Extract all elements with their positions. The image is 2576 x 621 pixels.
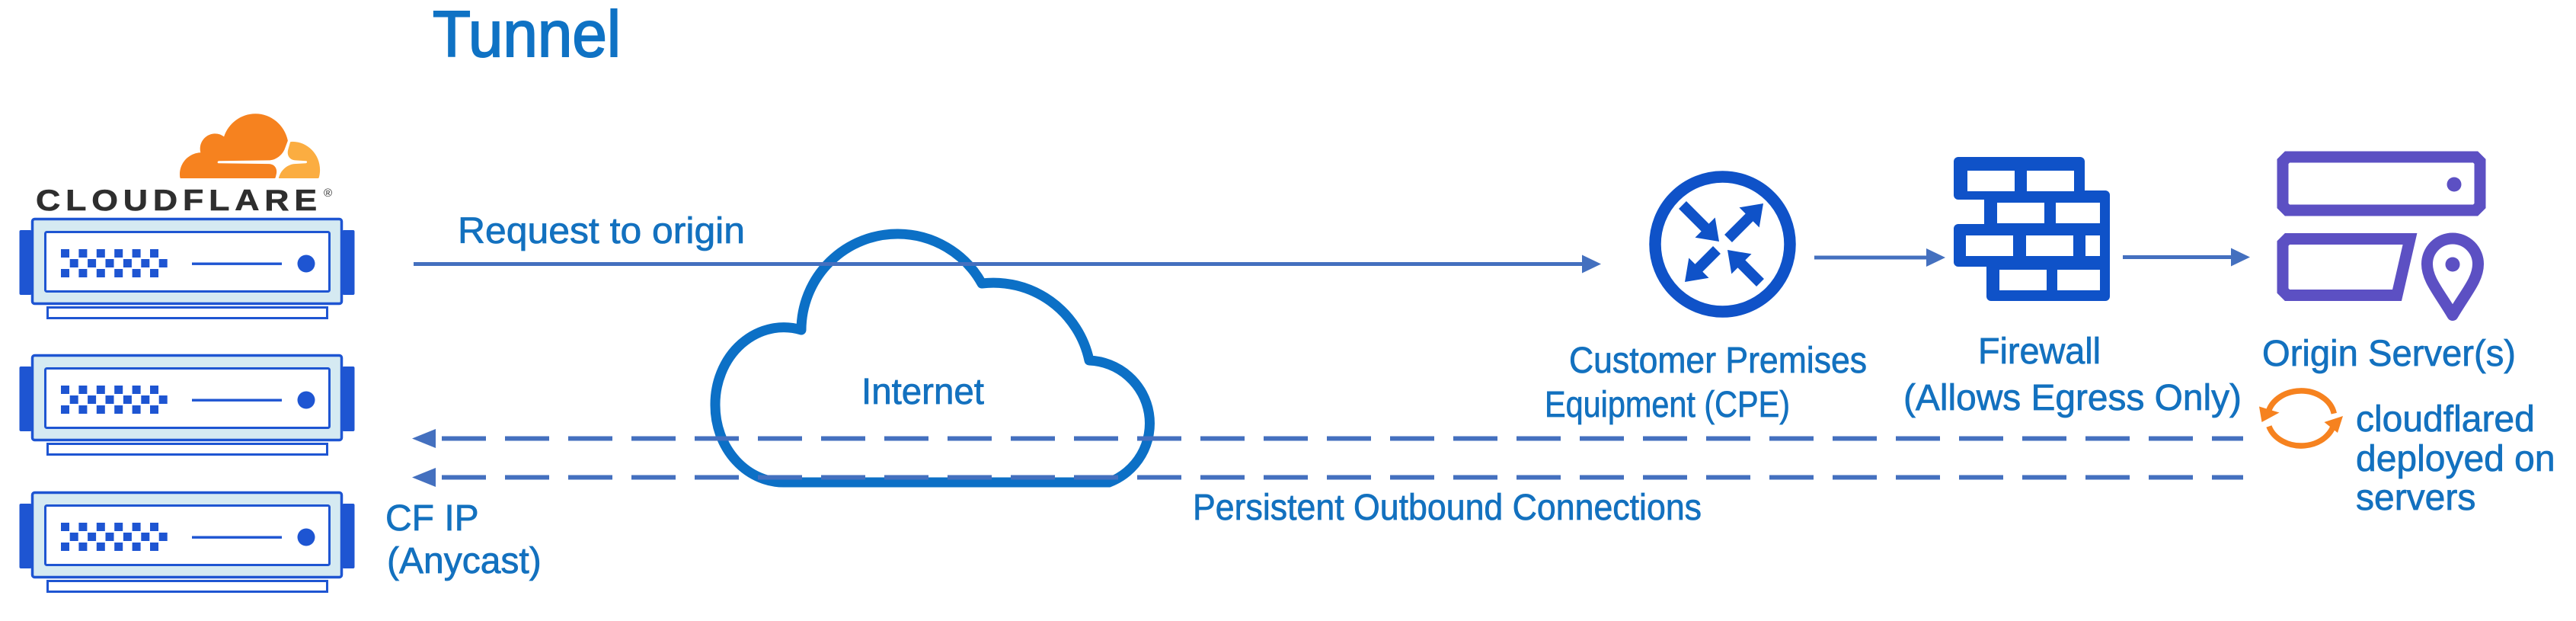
- svg-text:Firewall: Firewall: [1978, 331, 2101, 372]
- svg-text:Origin Server(s): Origin Server(s): [2262, 334, 2516, 374]
- svg-text:(Allows Egress Only): (Allows Egress Only): [1903, 378, 2242, 418]
- svg-text:Customer Premises: Customer Premises: [1569, 341, 1867, 381]
- svg-text:Equipment (CPE): Equipment (CPE): [1545, 385, 1790, 425]
- svg-text:Persistent Outbound Connection: Persistent Outbound Connections: [1193, 488, 1702, 528]
- svg-text:Tunnel: Tunnel: [433, 0, 621, 71]
- svg-text:deployed on: deployed on: [2356, 439, 2555, 479]
- svg-text:CLOUDFLARE: CLOUDFLARE: [36, 184, 322, 217]
- svg-text:Request to origin: Request to origin: [458, 211, 745, 251]
- svg-text:(Anycast): (Anycast): [387, 541, 542, 581]
- svg-text:®: ®: [324, 187, 332, 200]
- svg-text:cloudflared: cloudflared: [2356, 399, 2535, 440]
- svg-text:CF IP: CF IP: [385, 498, 479, 539]
- svg-text:servers: servers: [2356, 478, 2475, 518]
- svg-text:Internet: Internet: [861, 372, 984, 412]
